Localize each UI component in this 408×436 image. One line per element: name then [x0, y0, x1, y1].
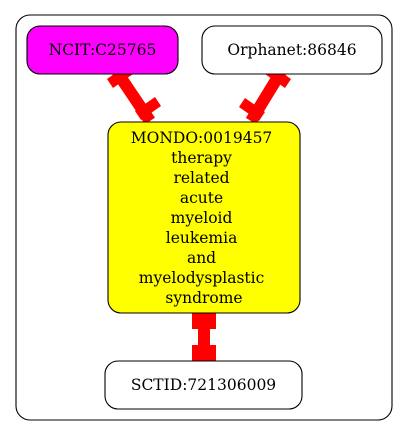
node-sctid[interactable]: SCTID:721306009: [104, 360, 303, 410]
node-sctid-label: SCTID:721306009: [131, 376, 276, 394]
node-mondo[interactable]: MONDO:0019457 therapy related acute myel…: [107, 121, 301, 314]
node-mondo-line: acute: [180, 189, 223, 207]
node-ncit-label: NCIT:C25765: [49, 41, 157, 59]
edge-orphanet-mondo-head-bottom: [239, 98, 265, 121]
node-mondo-line: and: [187, 249, 216, 267]
edge-ncit-mondo-head-bottom: [135, 97, 161, 120]
node-mondo-line: leukemia: [166, 229, 238, 247]
node-mondo-line: therapy: [171, 149, 232, 167]
node-mondo-line: myeloid: [171, 209, 233, 227]
node-orphanet-label: Orphanet:86846: [227, 41, 356, 59]
node-mondo-line: myelodysplastic: [139, 269, 265, 287]
node-mondo-line: related: [173, 169, 229, 187]
node-sctid-box: [104, 360, 303, 410]
node-mondo-box: [107, 121, 301, 314]
node-mondo-line: syndrome: [165, 289, 242, 307]
node-orphanet-box: [201, 25, 383, 75]
node-orphanet[interactable]: Orphanet:86846: [201, 25, 383, 75]
node-ncit-box: [26, 25, 179, 75]
node-mondo-line: MONDO:0019457: [131, 129, 273, 147]
node-ncit[interactable]: NCIT:C25765: [26, 25, 179, 75]
node-mondo-label: MONDO:0019457 therapy related acute myel…: [131, 129, 277, 307]
